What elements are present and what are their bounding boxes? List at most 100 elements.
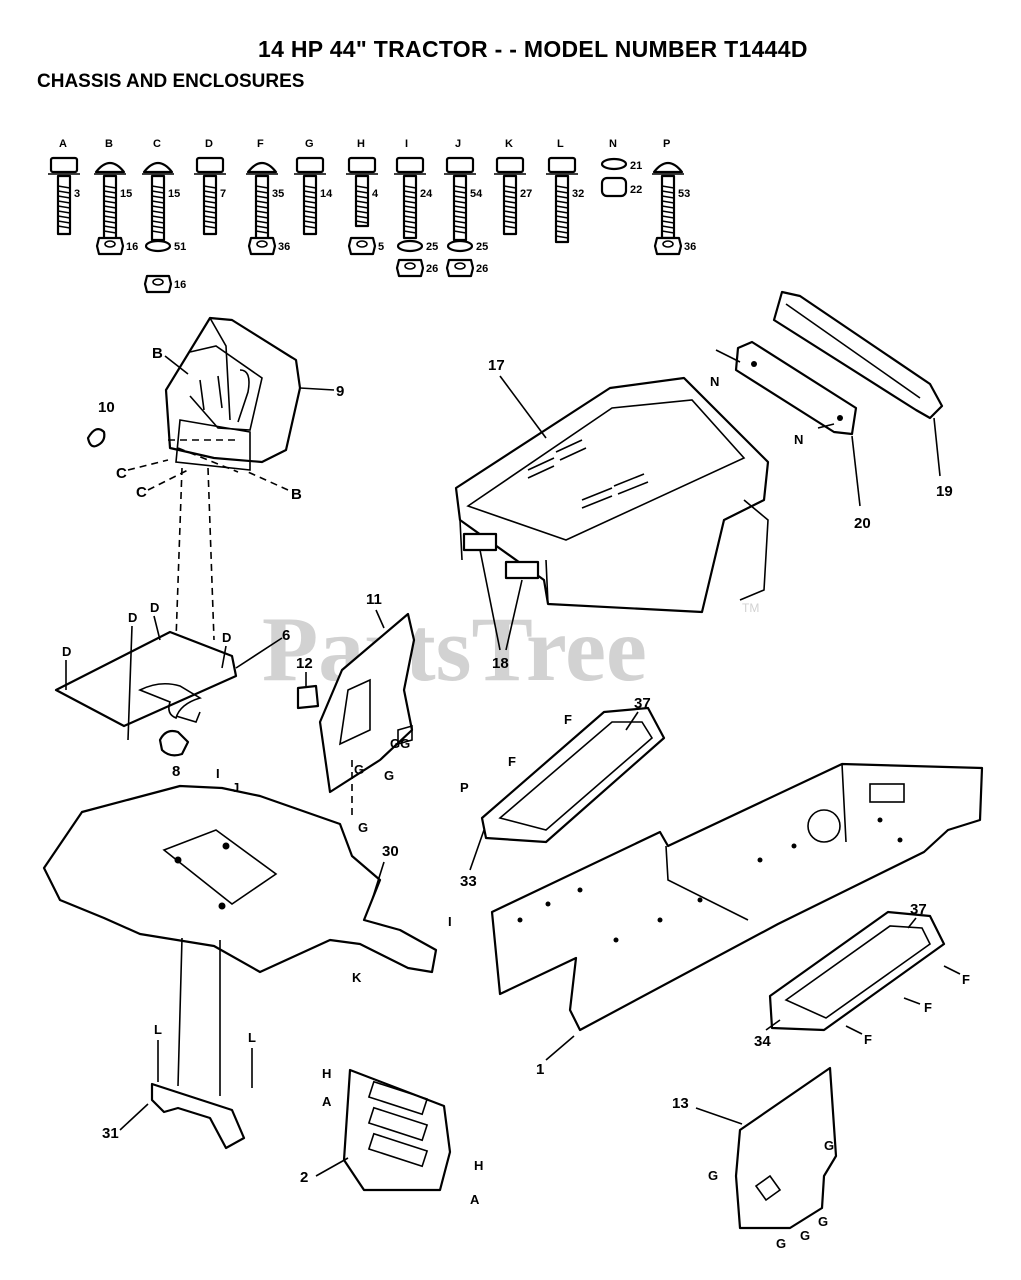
bolt-thread-d xyxy=(203,215,217,219)
callout-1: 1 xyxy=(536,1061,544,1078)
callout-g4: G xyxy=(824,1138,834,1153)
callout-37a: 37 xyxy=(634,695,651,712)
hardware-letter-d: D xyxy=(205,138,213,150)
bolt-thread-d xyxy=(203,210,217,214)
bolt-thread-i xyxy=(403,220,417,224)
hardware-letter-g: G xyxy=(305,138,314,150)
bolt-thread-l xyxy=(555,225,569,229)
bolt-thread-j xyxy=(453,230,467,234)
callout-f4: F xyxy=(924,1000,932,1015)
callout-i-top: I xyxy=(216,766,220,781)
fender-part xyxy=(42,784,438,1096)
callout-18: 18 xyxy=(492,655,509,672)
bolt-head-p xyxy=(652,161,684,174)
nut-j xyxy=(445,258,475,278)
bolt-thread-g xyxy=(303,210,317,214)
bolt-shank-d xyxy=(202,174,218,236)
nut-p xyxy=(653,236,683,256)
callout-d2: D xyxy=(128,610,137,625)
nut-number-p: 36 xyxy=(684,241,696,253)
bolt-thread-p xyxy=(661,200,675,204)
side-panel-part xyxy=(296,612,416,794)
bolt-thread-l xyxy=(555,215,569,219)
hardware-letter-b: B xyxy=(105,138,113,150)
bolt-thread-g xyxy=(303,220,317,224)
hardware-row: A3B1516C155116D7F3536G14H45I242526J54252… xyxy=(48,138,696,294)
callout-17: 17 xyxy=(488,357,505,374)
bolt-number-g: 14 xyxy=(320,188,333,200)
hardware-letter-n: N xyxy=(609,138,617,150)
bolt-thread-p xyxy=(661,220,675,224)
bolt-thread-b xyxy=(103,225,117,229)
callout-b-top: B xyxy=(152,345,163,362)
bolt-thread-l xyxy=(555,235,569,239)
bolt-thread-c xyxy=(151,220,165,224)
bolt-thread-c xyxy=(151,190,165,194)
callout-11: 11 xyxy=(366,591,382,608)
dash-panel-part xyxy=(164,316,302,473)
bolt-shank-g xyxy=(302,174,318,236)
callout-33: 33 xyxy=(460,873,477,890)
bolt-thread-i xyxy=(403,210,417,214)
bolt-number-a: 3 xyxy=(74,188,80,200)
callout-f3: F xyxy=(962,972,970,987)
callout-6: 6 xyxy=(282,627,290,644)
washer-number-n: 21 xyxy=(630,160,642,172)
callout-31: 31 xyxy=(102,1125,119,1142)
hardware-letter-f: F xyxy=(257,138,264,150)
callout-g8: G xyxy=(776,1236,786,1251)
bolt-thread-h xyxy=(355,210,369,214)
callout-d1: D xyxy=(62,644,71,659)
bolt-thread-a xyxy=(57,225,71,229)
callout-9: 9 xyxy=(336,383,344,400)
watermark-text: PartsTree xyxy=(262,598,647,700)
bolt-thread-a xyxy=(57,215,71,219)
bolt-thread-p xyxy=(661,195,675,199)
bolt-thread-g xyxy=(303,190,317,194)
bolt-thread-c xyxy=(151,185,165,189)
hood-part xyxy=(454,376,770,614)
bolt-thread-b xyxy=(103,210,117,214)
bolt-thread-i xyxy=(403,230,417,234)
bolt-thread-a xyxy=(57,220,71,224)
bolt-number-b: 15 xyxy=(120,188,132,200)
bolt-thread-f xyxy=(255,195,269,199)
bolt-thread-l xyxy=(555,190,569,194)
bolt-thread-d xyxy=(203,185,217,189)
bolt-thread-f xyxy=(255,185,269,189)
plate-part-12 xyxy=(296,684,320,710)
bolt-thread-j xyxy=(453,220,467,224)
bolt-thread-k xyxy=(503,225,517,229)
bolt-thread-f xyxy=(255,230,269,234)
bolt-thread-p xyxy=(661,205,675,209)
hardware-letter-l: L xyxy=(557,138,564,150)
bolt-thread-l xyxy=(555,200,569,204)
bolt-thread-j xyxy=(453,225,467,229)
callout-f1: F xyxy=(564,712,572,727)
bolt-thread-d xyxy=(203,205,217,209)
bolt-thread-p xyxy=(661,210,675,214)
bolt-thread-j xyxy=(453,210,467,214)
callout-12: 12 xyxy=(296,655,313,672)
bolt-thread-j xyxy=(453,215,467,219)
washer-i xyxy=(396,239,424,253)
washer-number-c: 51 xyxy=(174,241,186,253)
bolt-thread-j xyxy=(453,195,467,199)
bolt-thread-b xyxy=(103,200,117,204)
hardware-letter-c: C xyxy=(153,138,161,150)
callout-f5: F xyxy=(864,1032,872,1047)
bolt-thread-f xyxy=(255,225,269,229)
bolt-thread-a xyxy=(57,185,71,189)
bolt-thread-j xyxy=(453,205,467,209)
bolt-head-d xyxy=(195,156,225,174)
bolt-thread-p xyxy=(661,215,675,219)
cover-plate-part xyxy=(342,1068,452,1192)
bolt-thread-k xyxy=(503,190,517,194)
callout-gg: GG xyxy=(390,736,410,751)
washer-number-j: 25 xyxy=(476,241,488,253)
nut-number-c: 16 xyxy=(174,279,186,291)
nut-hole-f xyxy=(256,240,268,248)
bolt-thread-p xyxy=(661,190,675,194)
bolt-thread-b xyxy=(103,205,117,209)
bolt-thread-h xyxy=(355,190,369,194)
